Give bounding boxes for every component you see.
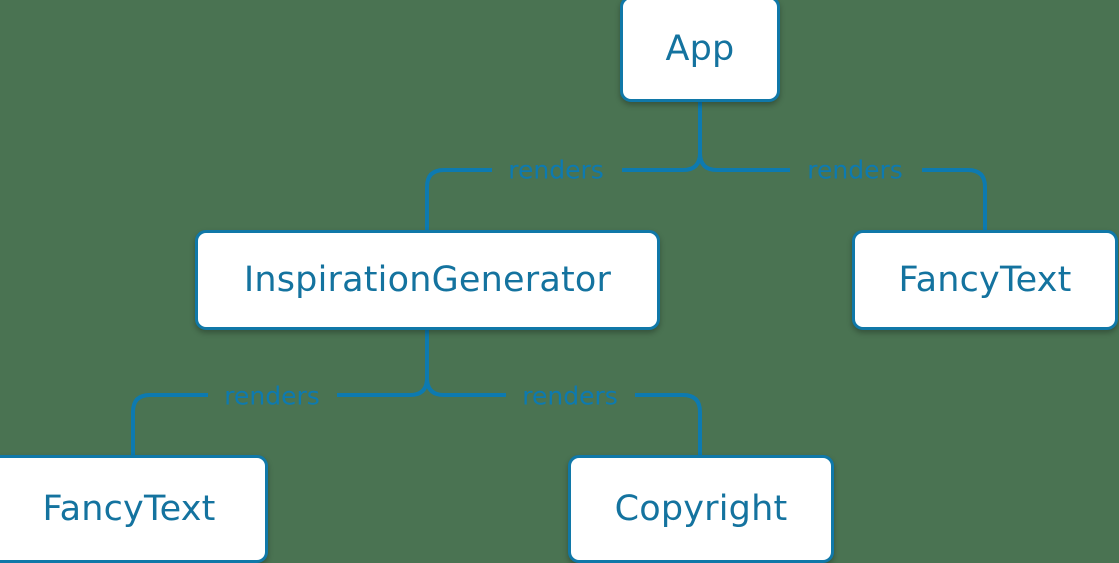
edge-label-inspiration-generator-to-fancy-text: renders	[224, 381, 320, 411]
edge-app-fancy-elbow	[967, 168, 987, 230]
edge-app-junction-left	[682, 152, 702, 172]
edge-ig-fancy-elbow	[131, 393, 151, 455]
node-fancy-text-left-label: FancyText	[42, 488, 216, 529]
edge-app-junction-right	[698, 152, 718, 172]
edge-label-app-to-fancy-text: renders	[807, 155, 903, 185]
node-inspiration-generator-label: InspirationGenerator	[243, 259, 612, 300]
node-app[interactable]: App	[620, 0, 780, 102]
node-fancy-text-left[interactable]: FancyText	[0, 455, 268, 563]
edge-ig-copyright-elbow	[682, 393, 702, 455]
node-fancy-text-right-label: FancyText	[898, 259, 1072, 300]
node-fancy-text-right[interactable]: FancyText	[852, 230, 1118, 330]
edge-label-app-to-inspiration-generator: renders	[508, 155, 604, 185]
edge-inspgen-junction-right	[425, 377, 445, 397]
edge-app-inspgen-elbow	[425, 168, 445, 230]
edge-label-inspiration-generator-to-copyright: renders	[522, 381, 618, 411]
node-inspiration-generator[interactable]: InspirationGenerator	[195, 230, 660, 330]
node-app-label: App	[665, 28, 735, 69]
edge-inspgen-junction-left	[409, 377, 429, 397]
node-copyright[interactable]: Copyright	[568, 455, 834, 563]
node-copyright-label: Copyright	[614, 488, 788, 529]
